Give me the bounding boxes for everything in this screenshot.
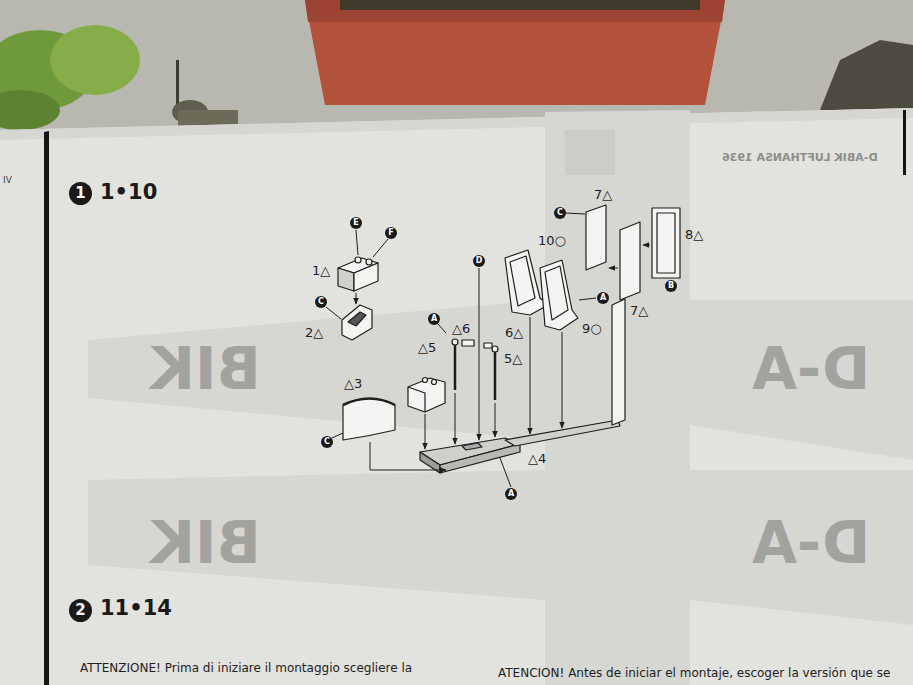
callout-number: 9○ <box>582 322 602 336</box>
circle-text: 2 <box>75 603 85 618</box>
circle-text: A <box>508 490 514 498</box>
part-letter: B <box>665 280 677 292</box>
part-letter: A <box>505 488 517 500</box>
step-range: 11•14 <box>100 597 172 620</box>
callout-number: 10○ <box>538 234 566 248</box>
callout-number: 7△ <box>594 188 612 202</box>
parts <box>338 205 680 473</box>
warning-note: ATTENZIONE! Prima di iniziare il montagg… <box>80 662 412 675</box>
circle-text: 1 <box>75 186 85 201</box>
circle-text: C <box>557 209 563 217</box>
circle-text: C <box>318 298 324 306</box>
cactus-pot <box>305 0 725 105</box>
callout-number: 8△ <box>685 228 703 242</box>
margin-rule <box>903 110 906 175</box>
show-through-aircraft <box>88 110 913 685</box>
circle-text: B <box>668 282 674 290</box>
circle-text: A <box>600 294 606 302</box>
step-range: 1•10 <box>100 181 157 204</box>
callout-number: 5△ <box>504 352 522 366</box>
step-number: 2 <box>69 599 92 622</box>
callout-number: △5 <box>418 341 436 355</box>
part-letter: F <box>385 227 397 239</box>
toy-soldier <box>172 60 238 128</box>
part-letter: D <box>473 255 485 267</box>
warning-note: ATENCION! Antes de iniciar el montaje, e… <box>498 667 890 680</box>
callout-number: 6△ <box>505 326 523 340</box>
callout-number: 1△ <box>312 264 330 278</box>
callout-number: 2△ <box>305 326 323 340</box>
margin-rule <box>44 131 49 685</box>
part-letter: C <box>321 436 333 448</box>
show-through-registration: BIK <box>150 338 261 402</box>
callout-number: △4 <box>528 452 546 466</box>
circle-text: A <box>431 315 437 323</box>
part-letter: C <box>554 207 566 219</box>
circle-text: F <box>388 229 393 237</box>
part-letter: C <box>315 296 327 308</box>
circle-text: D <box>476 257 483 265</box>
wall <box>0 0 913 140</box>
herb-plant <box>0 25 140 130</box>
step-number: 1 <box>69 182 92 205</box>
part-letter: A <box>428 313 440 325</box>
part-letter: E <box>350 217 362 229</box>
show-through-text: D-ABIK LUFTHANSA 1936 <box>722 152 878 164</box>
page <box>0 108 913 685</box>
callout-number: △6 <box>452 322 470 336</box>
show-through-registration: D-A <box>752 338 870 402</box>
page-number: IV <box>3 176 12 186</box>
callout-number: △3 <box>344 377 362 391</box>
show-through-registration: D-A <box>752 512 870 576</box>
circle-text: E <box>353 219 358 227</box>
circle-text: C <box>324 438 330 446</box>
show-through-registration: BIK <box>150 512 261 576</box>
figure-right <box>820 40 913 110</box>
assembly-lines <box>326 213 650 487</box>
part-letter: A <box>597 292 609 304</box>
callout-number: 7△ <box>630 304 648 318</box>
page-edge-shadow <box>0 108 913 140</box>
